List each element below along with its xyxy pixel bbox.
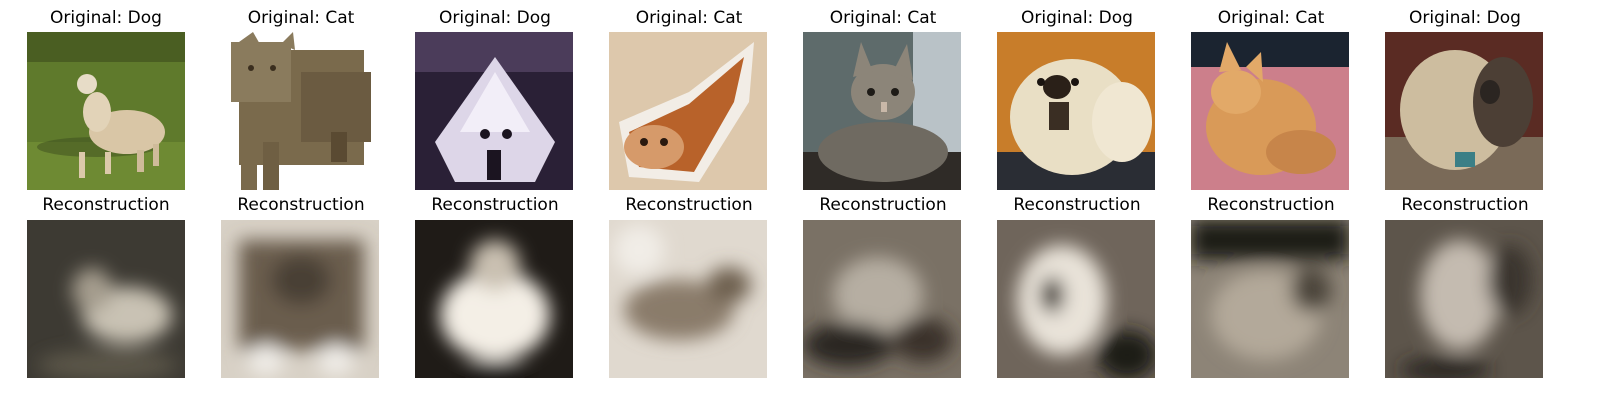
original-image-dog [997, 32, 1155, 190]
reconstruction-title: Reconstruction [1401, 195, 1529, 215]
reconstruction-title: Reconstruction [819, 195, 947, 215]
original-title: Original: Dog [439, 8, 551, 28]
original-image-dog [415, 32, 573, 190]
reconstruction-image [1191, 220, 1349, 378]
reconstruction-image [415, 220, 573, 378]
original-title: Original: Cat [1217, 8, 1325, 28]
reconstruction-image [27, 220, 185, 378]
original-title: Original: Dog [1409, 8, 1521, 28]
original-image-cat [1191, 32, 1349, 190]
original-title: Original: Dog [1021, 8, 1133, 28]
reconstruction-image [221, 220, 379, 378]
original-image-cat [609, 32, 767, 190]
reconstruction-image [997, 220, 1155, 378]
original-title: Original: Cat [247, 8, 355, 28]
reconstruction-title: Reconstruction [625, 195, 753, 215]
reconstruction-title: Reconstruction [237, 195, 365, 215]
original-image-cat [803, 32, 961, 190]
reconstruction-title: Reconstruction [1207, 195, 1335, 215]
reconstruction-image [1385, 220, 1543, 378]
original-title: Original: Dog [50, 8, 162, 28]
reconstruction-title: Reconstruction [42, 195, 170, 215]
reconstruction-title: Reconstruction [1013, 195, 1141, 215]
original-title: Original: Cat [635, 8, 743, 28]
original-image-cat [221, 32, 379, 190]
original-image-dog [27, 32, 185, 190]
reconstruction-image [803, 220, 961, 378]
reconstruction-title: Reconstruction [431, 195, 559, 215]
original-title: Original: Cat [829, 8, 937, 28]
original-image-dog [1385, 32, 1543, 190]
reconstruction-image [609, 220, 767, 378]
